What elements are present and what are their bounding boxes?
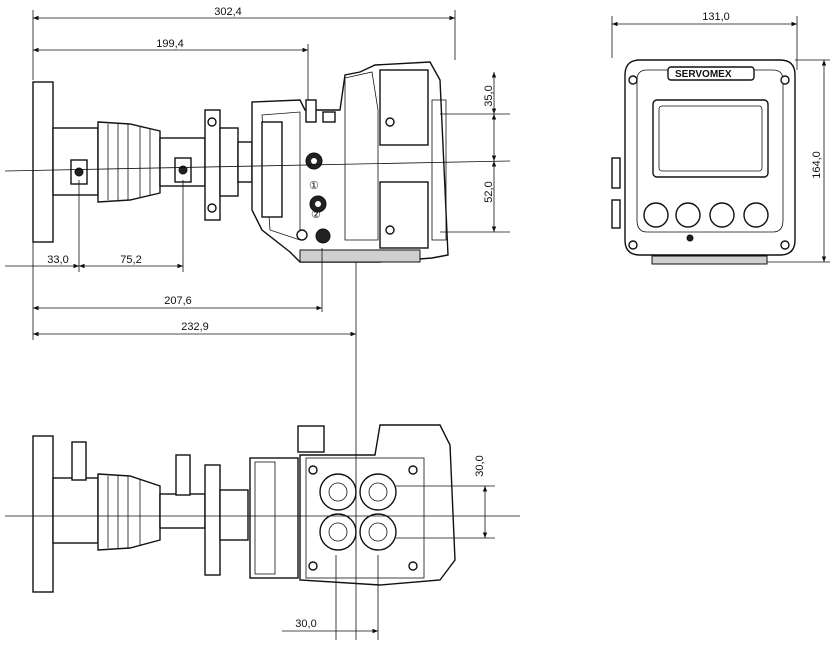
front-view: SERVOMEX: [611, 59, 796, 265]
dim-front-height: 164,0: [811, 151, 823, 179]
bottom-fitting-2: [175, 454, 191, 496]
probe-flange: [32, 81, 54, 243]
key-3: [709, 202, 735, 228]
bottom-probe-flange: [32, 435, 54, 593]
display-bezel: [652, 99, 769, 178]
fitting-2-hole: [178, 165, 188, 175]
dim-port-spacing: 52,0: [483, 181, 495, 202]
bottom-gland-3: [319, 513, 357, 551]
bottom-gland-4: [359, 513, 397, 551]
display-screen: [658, 105, 763, 172]
side-view: ① ②: [4, 61, 511, 263]
bottom-gland-1: [319, 473, 357, 511]
dim-port-offset-top: 35,0: [483, 85, 495, 106]
dim-front-width: 131,0: [702, 11, 730, 23]
dim-length-b: 232,9: [181, 321, 209, 333]
dim-length-to-flange: 199,4: [156, 38, 184, 50]
bottom-fitting-1: [71, 441, 87, 481]
probe-cone: [97, 121, 161, 203]
key-4: [743, 202, 769, 228]
dimension-lines: 302,4 199,4 35,0 52,0 33,0 75,2 207,6 23…: [5, 6, 830, 640]
dim-port-spacing-horizontal: 30,0: [295, 618, 316, 630]
dim-overall-length: 302,4: [214, 6, 242, 18]
earth-symbol: [296, 229, 308, 241]
dim-probe-fitting: 75,2: [120, 254, 141, 266]
dim-probe-offset: 33,0: [47, 254, 68, 266]
fitting-1-hole: [74, 167, 84, 177]
bottom-gland-2: [359, 473, 397, 511]
front-base-plate: [651, 255, 768, 265]
port-1-label: ①: [309, 180, 319, 192]
dim-port-spacing-vertical: 30,0: [474, 455, 486, 476]
status-led: [686, 234, 694, 242]
port-2-label: ②: [311, 209, 321, 221]
brand-logo: SERVOMEX: [675, 69, 732, 80]
key-1: [643, 202, 669, 228]
bottom-view: [5, 424, 520, 593]
dim-length-a: 207,6: [164, 295, 192, 307]
key-2: [675, 202, 701, 228]
brand-plate: [667, 66, 755, 81]
